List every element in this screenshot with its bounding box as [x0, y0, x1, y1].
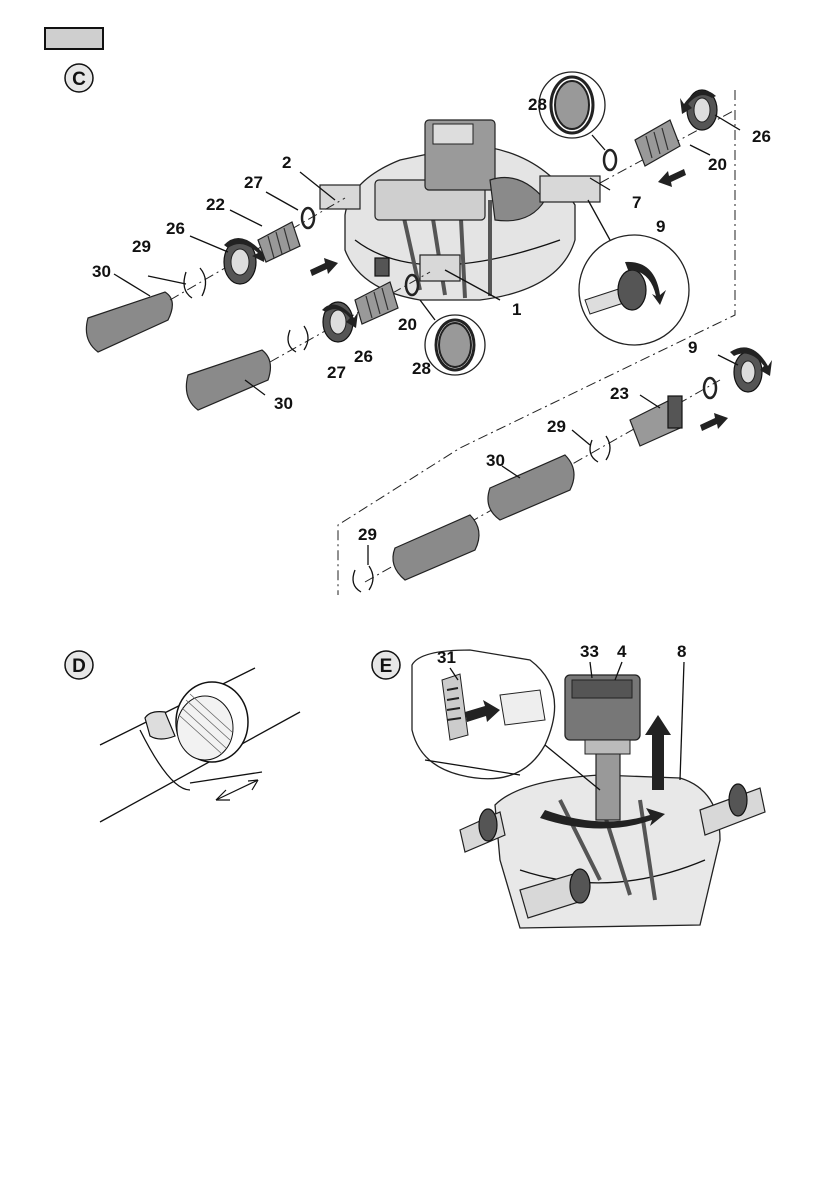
callout-26-lower: 26 — [354, 347, 373, 366]
callout-26-upper-right: 26 — [752, 127, 771, 146]
callout-2: 2 — [282, 153, 291, 172]
clamp-27-lower — [288, 326, 308, 352]
callout-29-bottom: 29 — [358, 525, 377, 544]
callout-28-lower: 28 — [412, 359, 431, 378]
callout-29-lower-right: 29 — [547, 417, 566, 436]
seal-27-upper — [302, 208, 314, 228]
callout-8: 8 — [677, 642, 686, 661]
callout-33: 33 — [580, 642, 599, 661]
detail-circle-28-upper — [539, 72, 605, 150]
callout-1: 1 — [512, 300, 521, 319]
callout-30-right: 30 — [486, 451, 505, 470]
callout-9-detail: 9 — [656, 217, 665, 236]
callout-23: 23 — [610, 384, 629, 403]
hose-tail-20-lower — [355, 282, 398, 324]
hose-30-right — [393, 455, 574, 580]
callout-27-upper: 27 — [244, 173, 263, 192]
callout-20-lower: 20 — [398, 315, 417, 334]
section-c-label: C — [72, 69, 86, 90]
seal-lower-right — [704, 378, 716, 398]
callout-29-upper: 29 — [132, 237, 151, 256]
nut-9-lower — [730, 347, 772, 392]
callout-30-upper: 30 — [92, 262, 111, 281]
nut-26-lower-left — [322, 302, 358, 342]
double-arrow-dimension-icon — [216, 790, 230, 800]
clamp-29-lower-right — [590, 436, 610, 462]
callout-31: 31 — [437, 648, 456, 667]
callout-20-upper: 20 — [708, 155, 727, 174]
seal-28-upper — [604, 150, 616, 170]
callout-7: 7 — [632, 193, 641, 212]
callout-27-lower: 27 — [327, 363, 346, 382]
hose-tail-22 — [258, 222, 300, 262]
callout-26-upper-left: 26 — [166, 219, 185, 238]
hose-tail-20-upper — [635, 120, 680, 166]
clamp-29-upper — [184, 268, 206, 298]
callout-4: 4 — [617, 642, 627, 661]
section-e-illustration — [412, 650, 765, 928]
callout-28-upper: 28 — [528, 95, 547, 114]
section-d-illustration — [100, 668, 300, 822]
callout-9-lower: 9 — [688, 338, 697, 357]
push-arrow-icon — [658, 169, 686, 187]
section-c-badge: C — [65, 64, 93, 92]
callout-30-lower: 30 — [274, 394, 293, 413]
push-arrow-icon — [310, 258, 338, 276]
hose-30-lower — [186, 350, 270, 410]
callout-22: 22 — [206, 195, 225, 214]
nut-26-upper-right — [680, 90, 717, 130]
section-d-label: D — [72, 656, 86, 677]
section-e-badge: E — [372, 651, 400, 679]
hose-30-upper — [86, 292, 172, 352]
push-arrow-icon — [700, 413, 728, 431]
filter-housing — [320, 120, 600, 300]
section-d-badge: D — [65, 651, 93, 679]
detail-circle-9 — [579, 200, 689, 345]
hose-tail-23 — [630, 396, 682, 446]
section-e-label: E — [380, 656, 393, 677]
